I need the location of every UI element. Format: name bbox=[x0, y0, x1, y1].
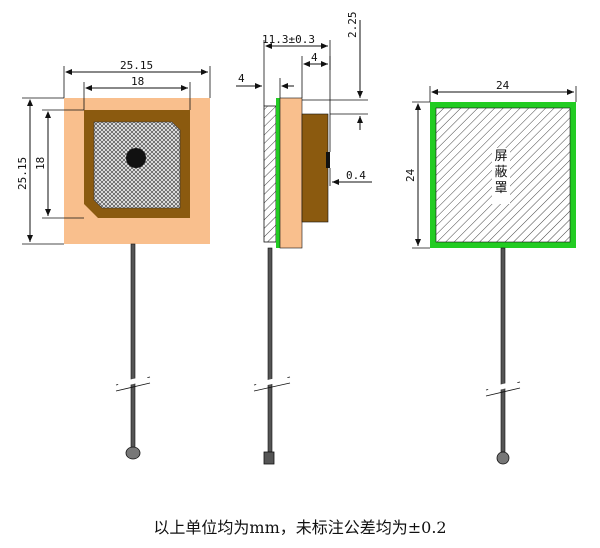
back-connector bbox=[496, 451, 510, 465]
dim-inner-width: 18 bbox=[131, 75, 144, 88]
side-shield bbox=[263, 105, 277, 243]
dim-outer-width: 25.15 bbox=[120, 59, 153, 72]
dim-top-offset: 2.25 bbox=[346, 12, 359, 39]
shield-label: 屏蔽罩 bbox=[494, 149, 507, 196]
dim-substrate-thickness: 4 bbox=[238, 72, 245, 85]
dim-shield-height: 24 bbox=[404, 168, 417, 182]
dim-total-thickness: 11.3±0.3 bbox=[262, 33, 315, 46]
side-substrate bbox=[279, 97, 303, 249]
back-view: 屏蔽罩 24 24 bbox=[404, 79, 577, 465]
side-top-plate bbox=[326, 152, 330, 168]
dim-patch-thickness: 4 bbox=[311, 51, 318, 64]
side-green-layer bbox=[276, 98, 280, 248]
dim-inner-height: 18 bbox=[34, 157, 47, 170]
footer-note: 以上单位均为mm，未标注公差均为±0.2 bbox=[153, 518, 447, 537]
cable bbox=[130, 243, 136, 451]
dim-outer-height: 25.15 bbox=[16, 157, 29, 190]
dim-shield-width: 24 bbox=[496, 79, 510, 92]
side-patch bbox=[301, 113, 329, 223]
feed-point bbox=[126, 148, 146, 168]
cable-connector bbox=[125, 446, 141, 460]
side-cable bbox=[267, 247, 273, 453]
dim-plate-thickness: 0.4 bbox=[346, 169, 366, 182]
front-view: 25.15 18 25.15 18 bbox=[16, 59, 211, 460]
side-connector bbox=[263, 451, 275, 465]
back-cable bbox=[500, 247, 506, 453]
side-view: 11.3±0.3 4 4 2.25 0.4 bbox=[236, 12, 372, 465]
